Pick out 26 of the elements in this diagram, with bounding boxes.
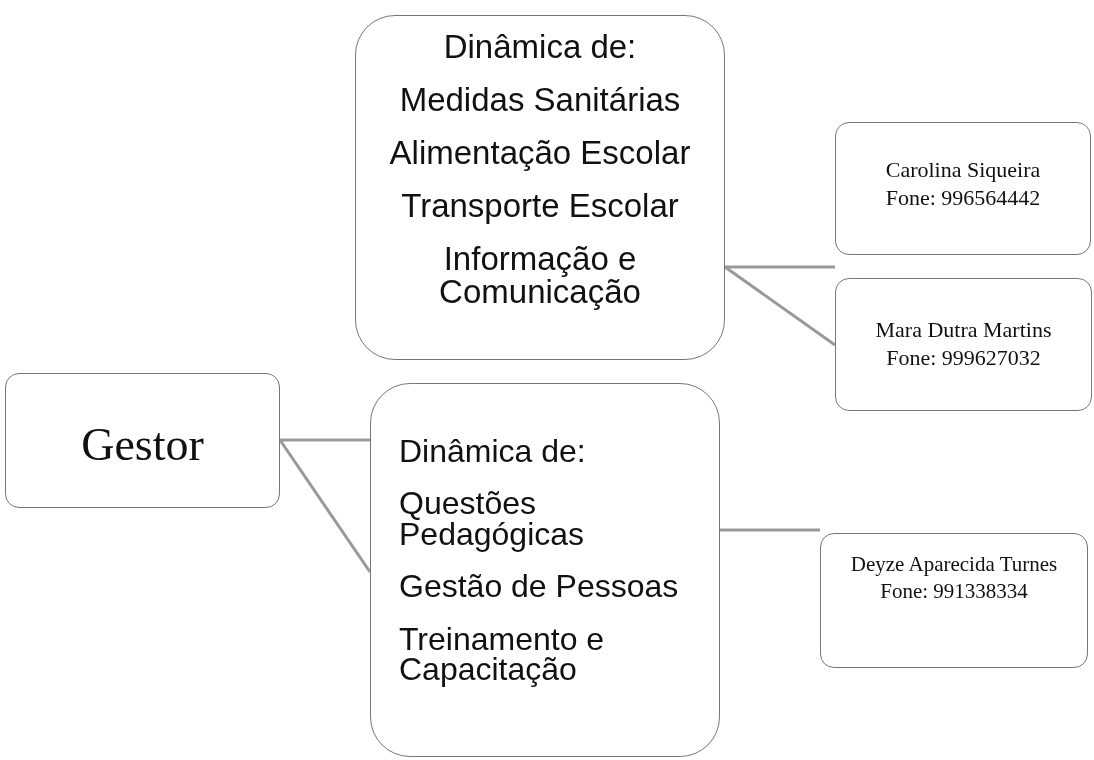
contact-box: [835, 278, 1092, 411]
node-text: Alimentação Escolar: [389, 136, 691, 169]
role-box: [5, 373, 280, 508]
node-text: Questões Pedagógicas: [399, 488, 586, 550]
topic-box: [370, 383, 720, 757]
node-text: Informação e Comunicação: [438, 242, 642, 308]
node-text: Medidas Sanitárias: [399, 83, 681, 116]
node-text: Transporte Escolar: [401, 189, 679, 222]
contact-box: [820, 533, 1088, 668]
connector-line: [280, 438, 370, 442]
node-text: Fone: 999627032: [886, 345, 1041, 371]
contact-box: [835, 122, 1091, 255]
node-text: Deyze Aparecida Turnes: [850, 552, 1058, 577]
node-text: Dinâmica de:: [443, 30, 637, 63]
connector-line: [724, 265, 836, 347]
connector-line: [278, 439, 372, 573]
node-text: Dinâmica de:: [399, 436, 586, 467]
node-text: Gestão de Pessoas: [399, 571, 679, 602]
node-text: Fone: 996564442: [885, 185, 1041, 211]
node-text: Carolina Siqueira: [885, 157, 1041, 183]
node-text: Fone: 991338334: [880, 579, 1028, 604]
node-text: Mara Dutra Martins: [875, 317, 1052, 343]
node-text: Treinamento e Capacitação: [399, 623, 606, 685]
connector-line: [720, 528, 820, 532]
node-text: Gestor: [81, 420, 204, 471]
topic-box: [355, 15, 725, 360]
